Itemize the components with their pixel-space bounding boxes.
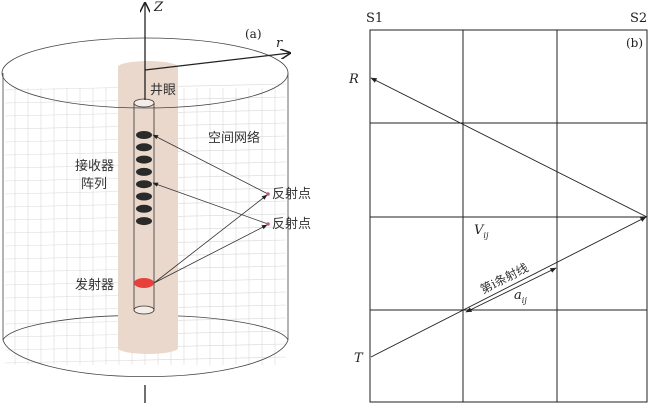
receiver	[136, 143, 152, 152]
receiver-array	[136, 131, 152, 226]
segment-length-label: aij	[514, 288, 527, 305]
tube-top	[133, 98, 155, 108]
borehole-bottom	[118, 342, 178, 354]
panel-b: S1 S2 (b) R T Vij 第i条射线 aij	[348, 11, 648, 403]
r-axis-label: r	[276, 36, 283, 51]
ray-up	[370, 216, 647, 358]
z-axis-label: Z	[153, 0, 164, 15]
receiver	[136, 204, 152, 213]
reflection-point-1	[266, 192, 270, 196]
receiver-label-2: 阵列	[81, 177, 107, 192]
cylinder-front-bottom	[2, 339, 289, 378]
r-axis	[144, 53, 290, 71]
s2-label: S2	[630, 11, 647, 26]
reflector-label-2: 反射点	[272, 216, 311, 232]
velocity-label: Vij	[474, 223, 489, 240]
ray-label: 第i条射线	[478, 260, 531, 297]
reflector-label-1: 反射点	[272, 186, 311, 202]
receiver	[136, 180, 152, 189]
receiver	[136, 217, 152, 226]
cell-grid	[369, 29, 648, 403]
receiver-label-1: 接收器	[75, 158, 114, 174]
ray-back	[370, 77, 648, 218]
grid-line	[4, 356, 287, 364]
reflection-point-2	[266, 222, 270, 226]
borehole-top	[118, 61, 178, 73]
emitter	[134, 278, 154, 288]
rays	[152, 134, 269, 284]
receiver-r-label: R	[348, 72, 359, 87]
receiver	[136, 192, 152, 201]
s1-label: S1	[366, 11, 383, 26]
panel-a: Z r (a) 井眼 空间网络 接收器 阵列 反射点 反射点 发射器	[1, 0, 311, 403]
tube-bottom	[133, 305, 155, 315]
receiver	[136, 131, 152, 139]
receiver	[136, 155, 152, 164]
grid-label: 空间网络	[208, 130, 260, 146]
emitter-label: 发射器	[75, 277, 114, 293]
transmitter-t-label: T	[354, 351, 364, 366]
receiver	[136, 167, 152, 176]
panel-a-tag: (a)	[245, 27, 262, 41]
segment-length-arrow	[465, 267, 557, 313]
panel-b-tag: (b)	[626, 36, 643, 50]
borehole-label: 井眼	[150, 83, 176, 98]
